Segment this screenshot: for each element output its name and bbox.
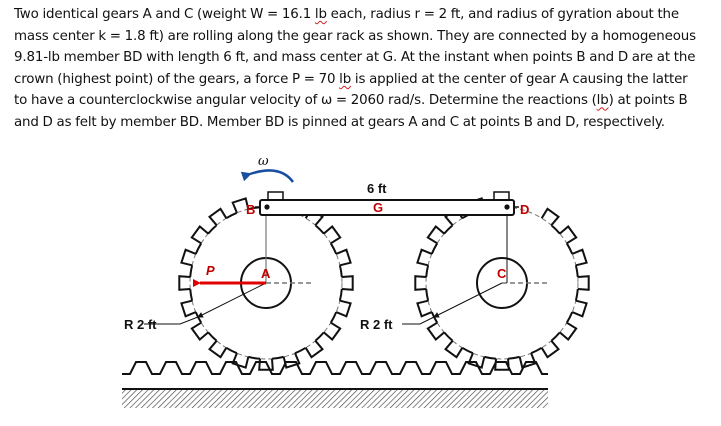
problem-line-4: crown (highest point) of the gears, a fo… bbox=[14, 69, 714, 91]
text-segment: mass center k = 1.8 ft) are rolling alon… bbox=[14, 28, 696, 44]
problem-statement: Two identical gears A and C (weight W = … bbox=[14, 4, 714, 134]
leader-left bbox=[144, 316, 199, 325]
problem-line-3: 9.81-lb member BD with length 6 ft, and … bbox=[14, 47, 714, 69]
text-segment: Two identical gears A and C (weight W = … bbox=[14, 7, 315, 22]
text-segment: each, radius r = 2 ft, and radius of gyr… bbox=[326, 7, 680, 22]
radius-label-left: R 2 ft bbox=[124, 317, 157, 332]
ground bbox=[122, 388, 548, 408]
text-segment: 9.81-lb member BD with length 6 ft, and … bbox=[14, 50, 696, 66]
gear-c-teeth bbox=[414, 197, 590, 371]
gear-c bbox=[414, 197, 590, 371]
gear-rack bbox=[122, 361, 548, 375]
text-segment: crown (highest point) of the gears, a fo… bbox=[14, 71, 340, 87]
omega-arrow-icon bbox=[240, 169, 295, 183]
gear-a-pitch-circle bbox=[189, 206, 343, 360]
g-label: G bbox=[373, 200, 383, 215]
pin-b bbox=[264, 204, 270, 210]
gear-c-radius-arrow bbox=[433, 282, 503, 318]
pin-d bbox=[504, 204, 510, 210]
leader-right bbox=[402, 316, 435, 325]
problem-line-2: mass center k = 1.8 ft) are rolling alon… bbox=[14, 26, 714, 48]
p-label: P bbox=[206, 263, 215, 278]
ground-hatch bbox=[122, 390, 548, 408]
unit-lb-spellcheck: lb bbox=[596, 93, 609, 109]
text-segment: is applied at the center of gear A causi… bbox=[351, 71, 688, 87]
problem-line-1: Two identical gears A and C (weight W = … bbox=[14, 4, 714, 26]
text-segment: ) at points B bbox=[608, 93, 688, 109]
radius-label-right: R 2 ft bbox=[360, 317, 393, 332]
problem-line-5: to have a counterclockwise angular veloc… bbox=[14, 90, 714, 112]
c-label: C bbox=[497, 266, 507, 281]
omega-label: ω bbox=[258, 154, 269, 169]
problem-line-6: and D as felt by member BD. Member BD is… bbox=[14, 112, 714, 134]
gear-c-pitch-circle bbox=[425, 206, 579, 360]
unit-lb-spellcheck: lb bbox=[339, 71, 352, 87]
gear-a-radius-arrow bbox=[197, 282, 267, 318]
b-label: B bbox=[246, 202, 255, 217]
length-label: 6 ft bbox=[367, 181, 387, 196]
unit-lb-spellcheck: lb bbox=[314, 7, 327, 22]
d-label: D bbox=[520, 202, 529, 217]
text-segment: and D as felt by member BD. Member BD is… bbox=[14, 114, 665, 130]
a-label: A bbox=[261, 266, 271, 281]
member-bd-bar bbox=[259, 199, 515, 216]
text-segment: to have a counterclockwise angular veloc… bbox=[14, 93, 597, 109]
member-bd bbox=[255, 191, 519, 216]
